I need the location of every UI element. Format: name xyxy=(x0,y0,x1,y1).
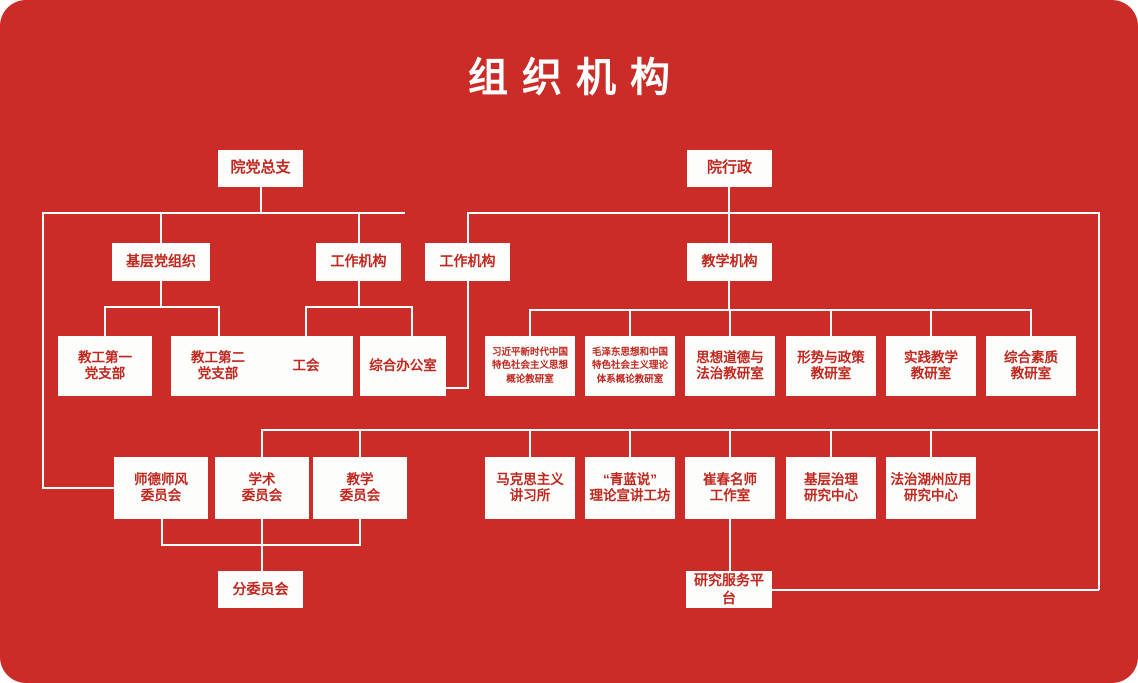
connector-drop-branch-2 xyxy=(218,306,220,336)
connector-drop-committee-2 xyxy=(261,429,263,457)
node-teaching-room-4[interactable]: 形势与政策 教研室 xyxy=(786,336,876,396)
connector-platform-3-stem xyxy=(729,519,731,572)
connector-admin-root-stem xyxy=(728,187,730,213)
connector-party-left-to-committee xyxy=(42,487,114,489)
connector-drop-teach-1 xyxy=(529,309,531,336)
connector-admin-work-elbow xyxy=(446,387,469,389)
connector-drop-branch-1 xyxy=(104,306,106,336)
node-committee-3[interactable]: 教学 委员会 xyxy=(313,457,407,519)
node-party-root[interactable]: 院党总支 xyxy=(218,150,303,187)
connector-drop-platform-1 xyxy=(529,429,531,457)
connector-committee-3-stem xyxy=(359,519,361,545)
node-committee-1[interactable]: 师德师风 委员会 xyxy=(114,457,208,519)
connector-drop-teach-3 xyxy=(729,309,731,336)
node-teaching-room-3[interactable]: 思想道德与 法治教研室 xyxy=(685,336,775,396)
node-branch-1[interactable]: 教工第一 党支部 xyxy=(58,336,152,396)
connector-drop-grassroots xyxy=(160,212,162,243)
connector-drop-committee-3 xyxy=(359,429,361,457)
node-teaching-room-6[interactable]: 综合素质 教研室 xyxy=(986,336,1076,396)
connector-grassroots-stem xyxy=(160,281,162,307)
connector-lower-bus xyxy=(261,429,1099,431)
connector-drop-party-work-org xyxy=(358,212,360,243)
node-teaching-room-5[interactable]: 实践教学 教研室 xyxy=(886,336,976,396)
connector-party-work-bus xyxy=(305,306,413,308)
connector-party-bus xyxy=(42,212,405,214)
node-branch-2[interactable]: 教工第二 党支部 xyxy=(171,336,265,396)
connector-drop-platform-4 xyxy=(830,429,832,457)
connector-teaching-stem xyxy=(728,281,730,310)
connector-subcommittee-stem xyxy=(261,544,263,572)
connector-drop-teach-2 xyxy=(629,309,631,336)
node-platform-2[interactable]: “青蓝说” 理论宣讲工坊 xyxy=(585,457,675,519)
connector-admin-bus xyxy=(467,212,1100,214)
connector-drop-teach-5 xyxy=(930,309,932,336)
connector-party-left-riser xyxy=(42,212,44,488)
connector-drop-platform-2 xyxy=(629,429,631,457)
node-platform-1[interactable]: 马克思主义 讲习所 xyxy=(485,457,575,519)
node-sub-committee[interactable]: 分委员会 xyxy=(218,571,303,608)
node-party-grassroots[interactable]: 基层党组织 xyxy=(112,243,210,281)
node-teaching-org[interactable]: 教学机构 xyxy=(687,243,772,281)
connector-drop-teaching-org xyxy=(728,212,730,243)
node-platform-5[interactable]: 法治湖州应用 研究中心 xyxy=(886,457,976,519)
node-teaching-room-1[interactable]: 习近平新时代中国 特色社会主义思想 概论教研室 xyxy=(485,336,575,396)
node-platform-4[interactable]: 基层治理 研究中心 xyxy=(786,457,876,519)
connector-admin-right-riser xyxy=(1098,212,1100,590)
connector-drop-platform-3 xyxy=(729,429,731,457)
connector-grassroots-bus xyxy=(104,306,220,308)
connector-committee-1-stem xyxy=(161,519,163,545)
connector-admin-work-stem xyxy=(467,281,469,388)
connector-drop-platform-5 xyxy=(930,429,932,457)
node-admin-root[interactable]: 院行政 xyxy=(687,150,772,187)
connector-teaching-bus xyxy=(529,309,1032,311)
node-research-platform[interactable]: 研究服务平台 xyxy=(686,571,772,608)
connector-drop-union xyxy=(305,306,307,336)
node-party-work-org[interactable]: 工作机构 xyxy=(316,243,401,281)
connector-committee-2-stem xyxy=(261,519,263,545)
node-committee-2[interactable]: 学术 委员会 xyxy=(215,457,309,519)
node-union[interactable]: 工会 xyxy=(259,336,353,396)
page-title: 组织机构 xyxy=(468,56,684,100)
node-general-office[interactable]: 综合办公室 xyxy=(360,336,446,396)
node-platform-3[interactable]: 崔春名师 工作室 xyxy=(685,457,775,519)
connector-party-work-stem xyxy=(358,281,360,307)
connector-drop-admin-work-org xyxy=(467,212,469,243)
connector-party-root-stem xyxy=(260,187,262,213)
node-teaching-room-2[interactable]: 毛泽东思想和中国 特色社会主义理论 体系概论教研室 xyxy=(585,336,675,396)
connector-drop-teach-4 xyxy=(830,309,832,336)
node-admin-work-org[interactable]: 工作机构 xyxy=(425,243,510,281)
connector-drop-general-office xyxy=(411,306,413,336)
connector-research-platform-right xyxy=(772,589,1099,591)
connector-drop-teach-6 xyxy=(1030,309,1032,336)
